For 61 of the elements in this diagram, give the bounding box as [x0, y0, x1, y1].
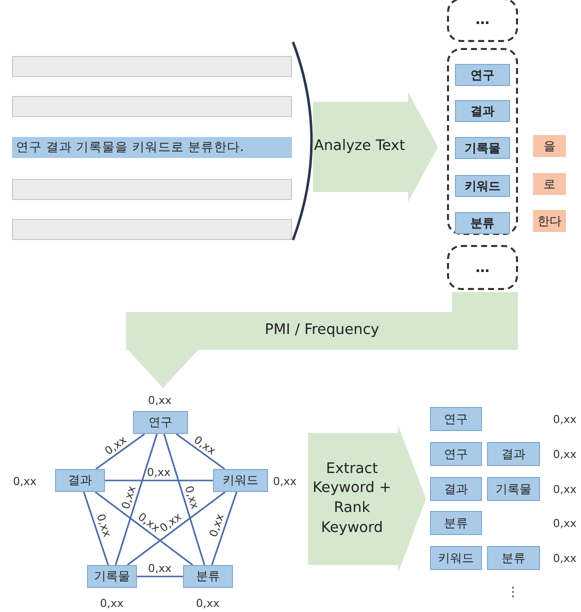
- score-label: 0,xx: [553, 552, 577, 564]
- score-label: 0,xx: [196, 596, 220, 610]
- keyword-box: 결과: [430, 477, 482, 501]
- score-label: 0,xx: [553, 516, 577, 530]
- connector-line: [137, 576, 183, 578]
- dashed-container: [447, 48, 518, 235]
- connector-line: [163, 434, 206, 566]
- connector-line: [176, 433, 226, 470]
- connector-line: [126, 491, 226, 566]
- keyword-box: 키워드: [430, 546, 482, 570]
- keyword-box: 연구: [430, 442, 482, 466]
- keyword-box: 분류: [487, 546, 540, 570]
- keyword-box: 연구: [430, 407, 482, 431]
- highlighted-sentence: 연구 결과 기록물을 키워드로 분류한다.: [12, 137, 292, 158]
- keyword-box: 분류: [183, 565, 233, 588]
- edge-label: 0,xx: [158, 510, 185, 534]
- text-line-bar: [12, 179, 292, 200]
- keyword-box: 결과: [455, 100, 510, 122]
- keyword-box: 결과: [487, 442, 540, 466]
- score-label: 0,xx: [100, 596, 124, 610]
- score-label: 0,xx: [553, 482, 577, 496]
- score-label: 0,xx: [553, 412, 577, 426]
- suffix-box: 을: [533, 135, 566, 157]
- dashed-container: …: [447, 245, 518, 290]
- keyword-box: 분류: [430, 511, 482, 535]
- block-arrow: Extract Keyword + Rank Keyword: [308, 425, 426, 573]
- block-arrow: Analyze Text: [313, 92, 438, 202]
- dashed-container: …: [447, 0, 518, 42]
- keyword-box: 기록물: [87, 565, 137, 588]
- edge-label: 0,xx: [118, 484, 138, 510]
- keyword-box: 기록물: [487, 477, 540, 501]
- text-line-bar: [12, 96, 292, 117]
- keyword-box: 연구: [455, 64, 510, 86]
- block-arrow: PMI / Frequency: [126, 292, 518, 388]
- score-label: 0,xx: [148, 394, 172, 406]
- connector-line: [105, 480, 213, 482]
- keyword-box: 키워드: [455, 175, 510, 197]
- keyword-box: 기록물: [455, 137, 510, 159]
- connector-line: [211, 492, 238, 566]
- edge-label: 0,xx: [147, 466, 171, 479]
- edge-label: 0,xx: [102, 432, 129, 458]
- score-label: 0,xx: [13, 474, 37, 488]
- edge-label: 0,xx: [206, 512, 226, 540]
- suffix-box: 한다: [533, 210, 566, 232]
- continuation-mark: ⋮: [506, 584, 520, 600]
- score-label: 0,xx: [553, 448, 577, 460]
- connector-line: [83, 492, 109, 566]
- score-label: 0,xx: [273, 474, 297, 488]
- edge-label: 0,xx: [148, 562, 172, 575]
- suffix-box: 로: [533, 173, 566, 195]
- keyword-box: 키워드: [213, 469, 268, 492]
- keyword-box: 결과: [55, 469, 105, 492]
- edge-label: 0,xx: [182, 484, 202, 510]
- connector-line: [96, 433, 145, 470]
- connector-line: [94, 491, 194, 566]
- edge-label: 0,xx: [93, 512, 114, 540]
- text-line-bar: [12, 219, 292, 240]
- keyword-box: 연구: [133, 411, 188, 434]
- connector-line: [114, 434, 158, 566]
- keyword-box: 분류: [455, 212, 510, 234]
- text-line-bar: [12, 56, 292, 77]
